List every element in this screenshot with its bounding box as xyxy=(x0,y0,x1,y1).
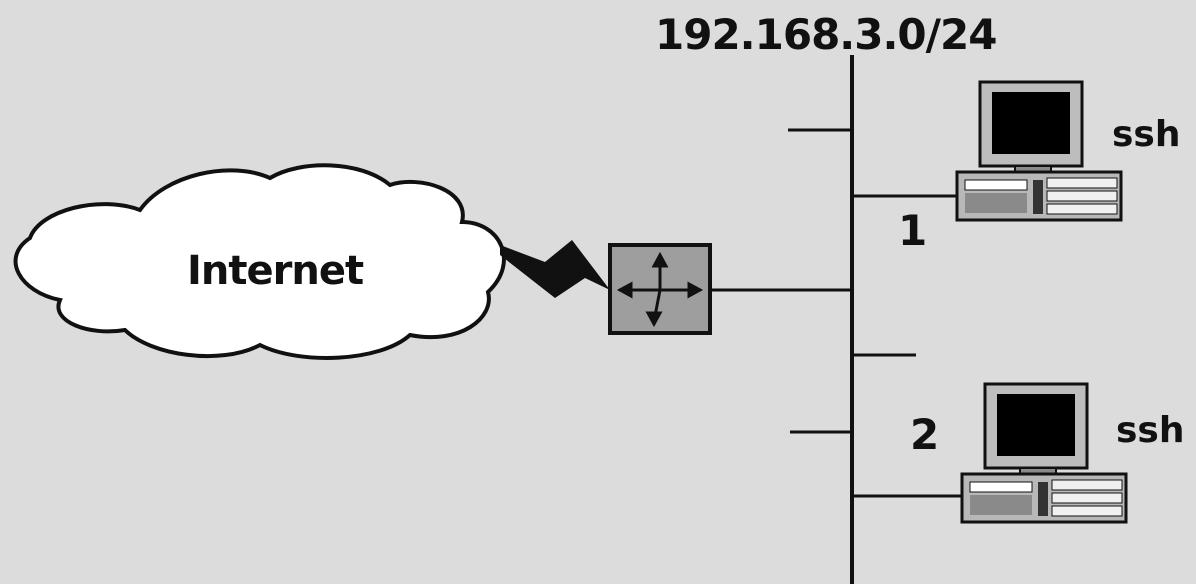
subnet-label: 192.168.3.0/24 xyxy=(655,10,997,59)
host-1-number: 1 xyxy=(898,206,928,255)
computer-icon xyxy=(955,80,1123,222)
computer-icon xyxy=(960,382,1128,524)
host-1-service-label: ssh xyxy=(1112,114,1181,155)
cloud-icon xyxy=(13,163,506,360)
internet-label: Internet xyxy=(187,248,364,294)
router-icon xyxy=(608,243,712,335)
host-2-number: 2 xyxy=(910,410,940,459)
host-2-service-label: ssh xyxy=(1116,410,1185,451)
lightning-link-icon xyxy=(500,240,610,298)
